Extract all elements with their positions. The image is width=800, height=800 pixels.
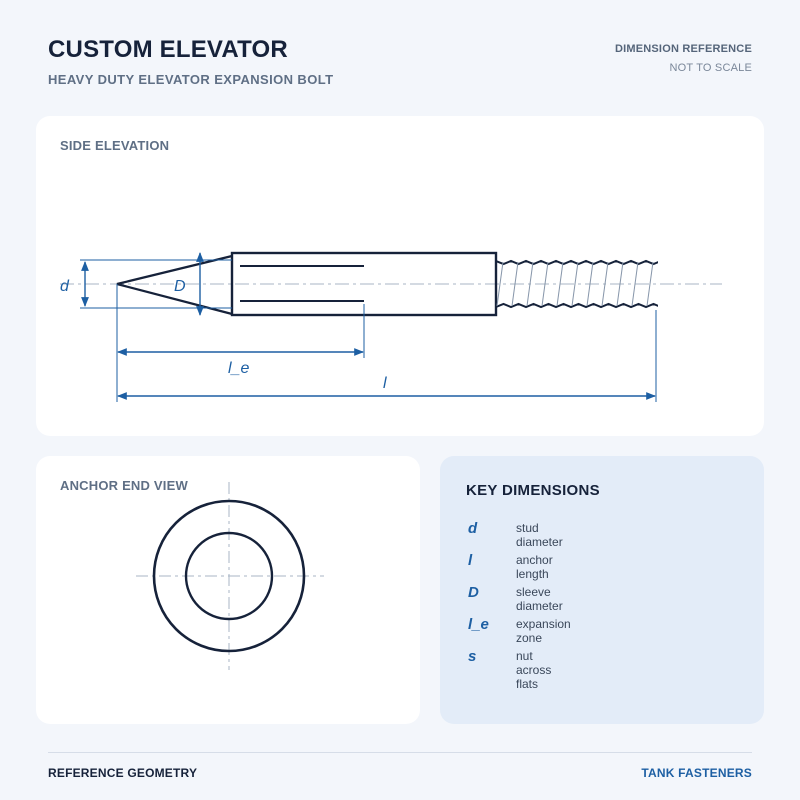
end-view-title: ANCHOR END VIEW <box>60 478 188 493</box>
dimension-label-D: D <box>174 278 186 295</box>
dimension-reference-label: DIMENSION REFERENCE <box>614 43 752 55</box>
sleeve-outer-circle <box>152 499 306 653</box>
key-symbol: D <box>468 584 479 601</box>
key-symbol: l_e <box>468 616 489 633</box>
end-view-drawing <box>136 482 324 670</box>
key-description: nut across flats <box>516 649 552 691</box>
footer-reference-geometry: REFERENCE GEOMETRY <box>48 766 198 780</box>
footer-divider <box>48 752 752 753</box>
key-description: sleeve diameter <box>516 585 563 613</box>
threaded-stud <box>496 259 658 309</box>
footer-brand: TANK FASTENERS <box>641 766 752 780</box>
bolt-drawing: d D l_e l <box>60 251 722 402</box>
scale-note: NOT TO SCALE <box>669 62 752 74</box>
key-description: anchor length <box>516 553 553 581</box>
side-elevation-card: SIDE ELEVATION <box>36 116 764 436</box>
page-subtitle: HEAVY DUTY ELEVATOR EXPANSION BOLT <box>48 72 334 87</box>
page-title: CUSTOM ELEVATOR <box>48 36 288 63</box>
dimension-label-d: d <box>60 278 70 295</box>
key-symbol: d <box>468 520 478 537</box>
dimension-label-l: l <box>383 375 387 392</box>
anchor-end-view-card: ANCHOR END VIEW <box>36 456 420 724</box>
key-dimensions-card: KEY DIMENSIONS d stud diameter l anchor … <box>440 456 764 724</box>
dimension-label-le: l_e <box>228 360 249 377</box>
key-description: stud diameter <box>516 521 563 549</box>
stud-inner-circle <box>184 531 274 621</box>
key-dimensions-title: KEY DIMENSIONS <box>466 482 600 499</box>
key-description: expansion zone <box>516 617 571 645</box>
side-elevation-title: SIDE ELEVATION <box>60 138 170 153</box>
key-symbol: s <box>468 648 477 665</box>
key-symbol: l <box>468 552 473 569</box>
